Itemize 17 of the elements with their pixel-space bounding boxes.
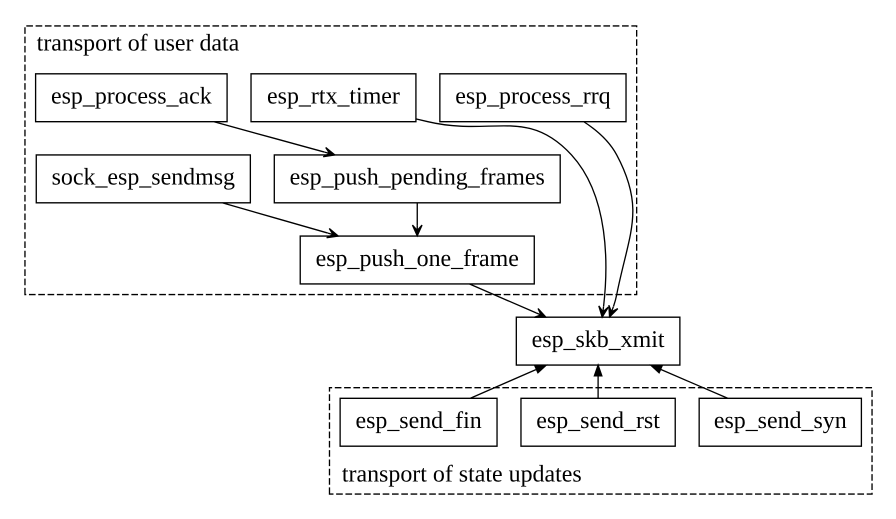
arrow <box>411 202 422 236</box>
arrow <box>416 118 608 318</box>
node-box: esp_send_fin <box>338 397 498 446</box>
node-box: esp_push_one_frame <box>299 234 534 284</box>
node-box: esp_process_rrq <box>438 72 626 122</box>
node-box: esp_send_syn <box>698 397 862 446</box>
arrow <box>222 202 338 238</box>
arrow <box>648 364 728 398</box>
node-box: sock_esp_sendmsg <box>35 154 251 203</box>
node-box: esp_rtx_timer <box>250 72 416 122</box>
node-box: esp_process_ack <box>34 72 228 122</box>
arrow <box>213 120 335 157</box>
node-box: esp_skb_xmit <box>515 316 680 366</box>
arrow <box>592 362 602 398</box>
node-box: esp_push_pending_frames <box>273 154 560 203</box>
arrow <box>583 120 633 318</box>
node-box: esp_send_rst <box>520 397 676 446</box>
